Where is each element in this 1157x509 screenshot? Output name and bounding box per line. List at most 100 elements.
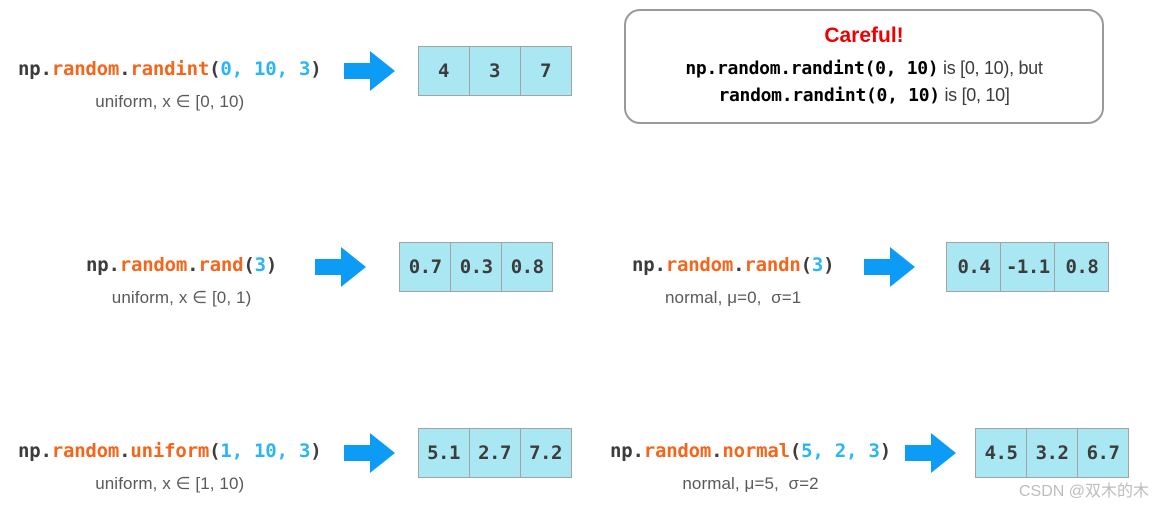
code-args: 1, 10, 3 [220,439,311,462]
array-cell: 2.7 [469,429,520,477]
row-randint: np.random.randint(0, 10, 3) uniform, x ∈… [18,46,572,124]
code-args: 0, 10, 3 [220,57,311,80]
array-cell: 0.3 [451,243,502,291]
array-cell: 7.2 [520,429,571,477]
caption-uniform: uniform, x ∈ [1, 10) [95,474,245,494]
code-close-paren: ) [823,253,835,276]
row-normal: np.random.normal(5, 2, 3) normal, μ=5, σ… [610,428,1130,506]
code-dot: . [187,253,199,276]
expression-randint: np.random.randint(0, 10, 3) uniform, x ∈… [18,58,322,113]
note-title: Careful! [824,24,904,47]
row-rand: np.random.rand(3) uniform, x ∈ [0, 1) 0.… [86,242,554,320]
array-cell: 0.8 [1055,243,1109,291]
code-args: 5, 2, 3 [801,439,880,462]
right-arrow-icon [905,433,957,473]
code-open-paren: ( [209,57,221,80]
code-prefix: np. [632,253,666,276]
note-open-paren: ( [864,58,876,79]
caption-randn: normal, μ=0, σ=1 [665,288,802,308]
code-module: random [643,439,712,462]
note-args: 0, 10 [875,58,928,79]
array-randint: 4 3 7 [417,46,572,96]
code-close-paren: ) [879,439,892,462]
code-dot: . [119,439,131,462]
code-function: rand [198,253,244,276]
code-uniform: np.random.uniform(1, 10, 3) [18,440,322,464]
array-rand: 0.7 0.3 0.8 [399,242,554,292]
note-function: randint [792,85,866,106]
watermark: CSDN @双木的木 [1018,483,1149,500]
code-args: 3 [811,253,824,276]
code-open-paren: ( [800,253,812,276]
note-prefix: np. [685,58,718,79]
note-dot: . [780,58,791,79]
code-function: randn [744,253,801,276]
note-line-2: random.randint(0, 10) is [0, 10] [718,82,1009,109]
code-close-paren: ) [310,439,322,462]
code-randint: np.random.randint(0, 10, 3) [18,58,322,82]
array-randn: 0.4 -1.1 0.8 [946,242,1110,292]
code-module: random [119,253,188,276]
code-function: normal [722,439,790,462]
code-function: uniform [130,439,210,462]
caption-randint: uniform, x ∈ [0, 10) [95,92,245,112]
code-module: random [665,253,734,276]
code-prefix: np. [18,57,52,80]
note-tail: is [0, 10] [939,85,1010,105]
code-module: random [51,439,120,462]
code-module: random [51,57,120,80]
code-open-paren: ( [789,439,802,462]
array-cell: 6.7 [1078,429,1129,477]
row-randn: np.random.randn(3) normal, μ=0, σ=1 0.4 … [632,242,1110,320]
array-uniform: 5.1 2.7 7.2 [417,428,572,478]
code-dot: . [733,253,745,276]
array-cell: 5.1 [418,429,469,477]
array-cell: 4.5 [976,429,1027,477]
right-arrow-icon [864,247,916,287]
array-cell: -1.1 [1001,243,1055,291]
array-cell: 7 [520,47,571,95]
expression-normal: np.random.normal(5, 2, 3) normal, μ=5, σ… [610,440,891,495]
expression-rand: np.random.rand(3) uniform, x ∈ [0, 1) [86,254,277,309]
note-dot: . [781,85,793,106]
code-rand: np.random.rand(3) [86,254,277,278]
note-module: random [717,58,781,79]
code-function: randint [130,57,210,80]
code-open-paren: ( [209,439,221,462]
code-prefix: np. [610,439,644,462]
code-open-paren: ( [243,253,255,276]
row-uniform: np.random.uniform(1, 10, 3) uniform, x ∈… [18,428,572,506]
code-prefix: np. [18,439,52,462]
array-normal: 4.5 3.2 6.7 [975,428,1130,478]
array-cell: 0.7 [400,243,451,291]
code-dot: . [711,439,723,462]
right-arrow-icon [315,247,367,287]
caption-normal: normal, μ=5, σ=2 [682,474,819,494]
expression-uniform: np.random.uniform(1, 10, 3) uniform, x ∈… [18,440,322,495]
note-close-paren: ) [927,58,939,79]
caption-rand: uniform, x ∈ [0, 1) [111,288,252,308]
note-tail: is [0, 10), but [938,58,1043,78]
array-cell: 3 [469,47,520,95]
array-cell: 0.8 [502,243,553,291]
code-close-paren: ) [265,253,278,276]
code-randn: np.random.randn(3) [632,253,835,278]
careful-note: Careful! np.random.randint(0, 10) is [0,… [624,9,1104,124]
note-module: random [718,85,782,106]
code-normal: np.random.normal(5, 2, 3) [610,440,891,464]
note-close-paren: ) [929,85,940,106]
right-arrow-icon [343,51,395,91]
array-cell: 4 [418,47,469,95]
array-cell: 3.2 [1027,429,1078,477]
expression-randn: np.random.randn(3) normal, μ=0, σ=1 [632,253,835,309]
code-close-paren: ) [310,57,322,80]
right-arrow-icon [343,433,395,473]
code-dot: . [119,57,131,80]
array-cell: 0.4 [947,243,1001,291]
note-function: randint [790,58,865,79]
code-args: 3 [254,253,266,276]
note-line-1: np.random.randint(0, 10) is [0, 10), but [685,55,1043,82]
note-args: 0, 10 [876,85,930,106]
code-prefix: np. [86,253,120,276]
note-open-paren: ( [866,85,877,106]
